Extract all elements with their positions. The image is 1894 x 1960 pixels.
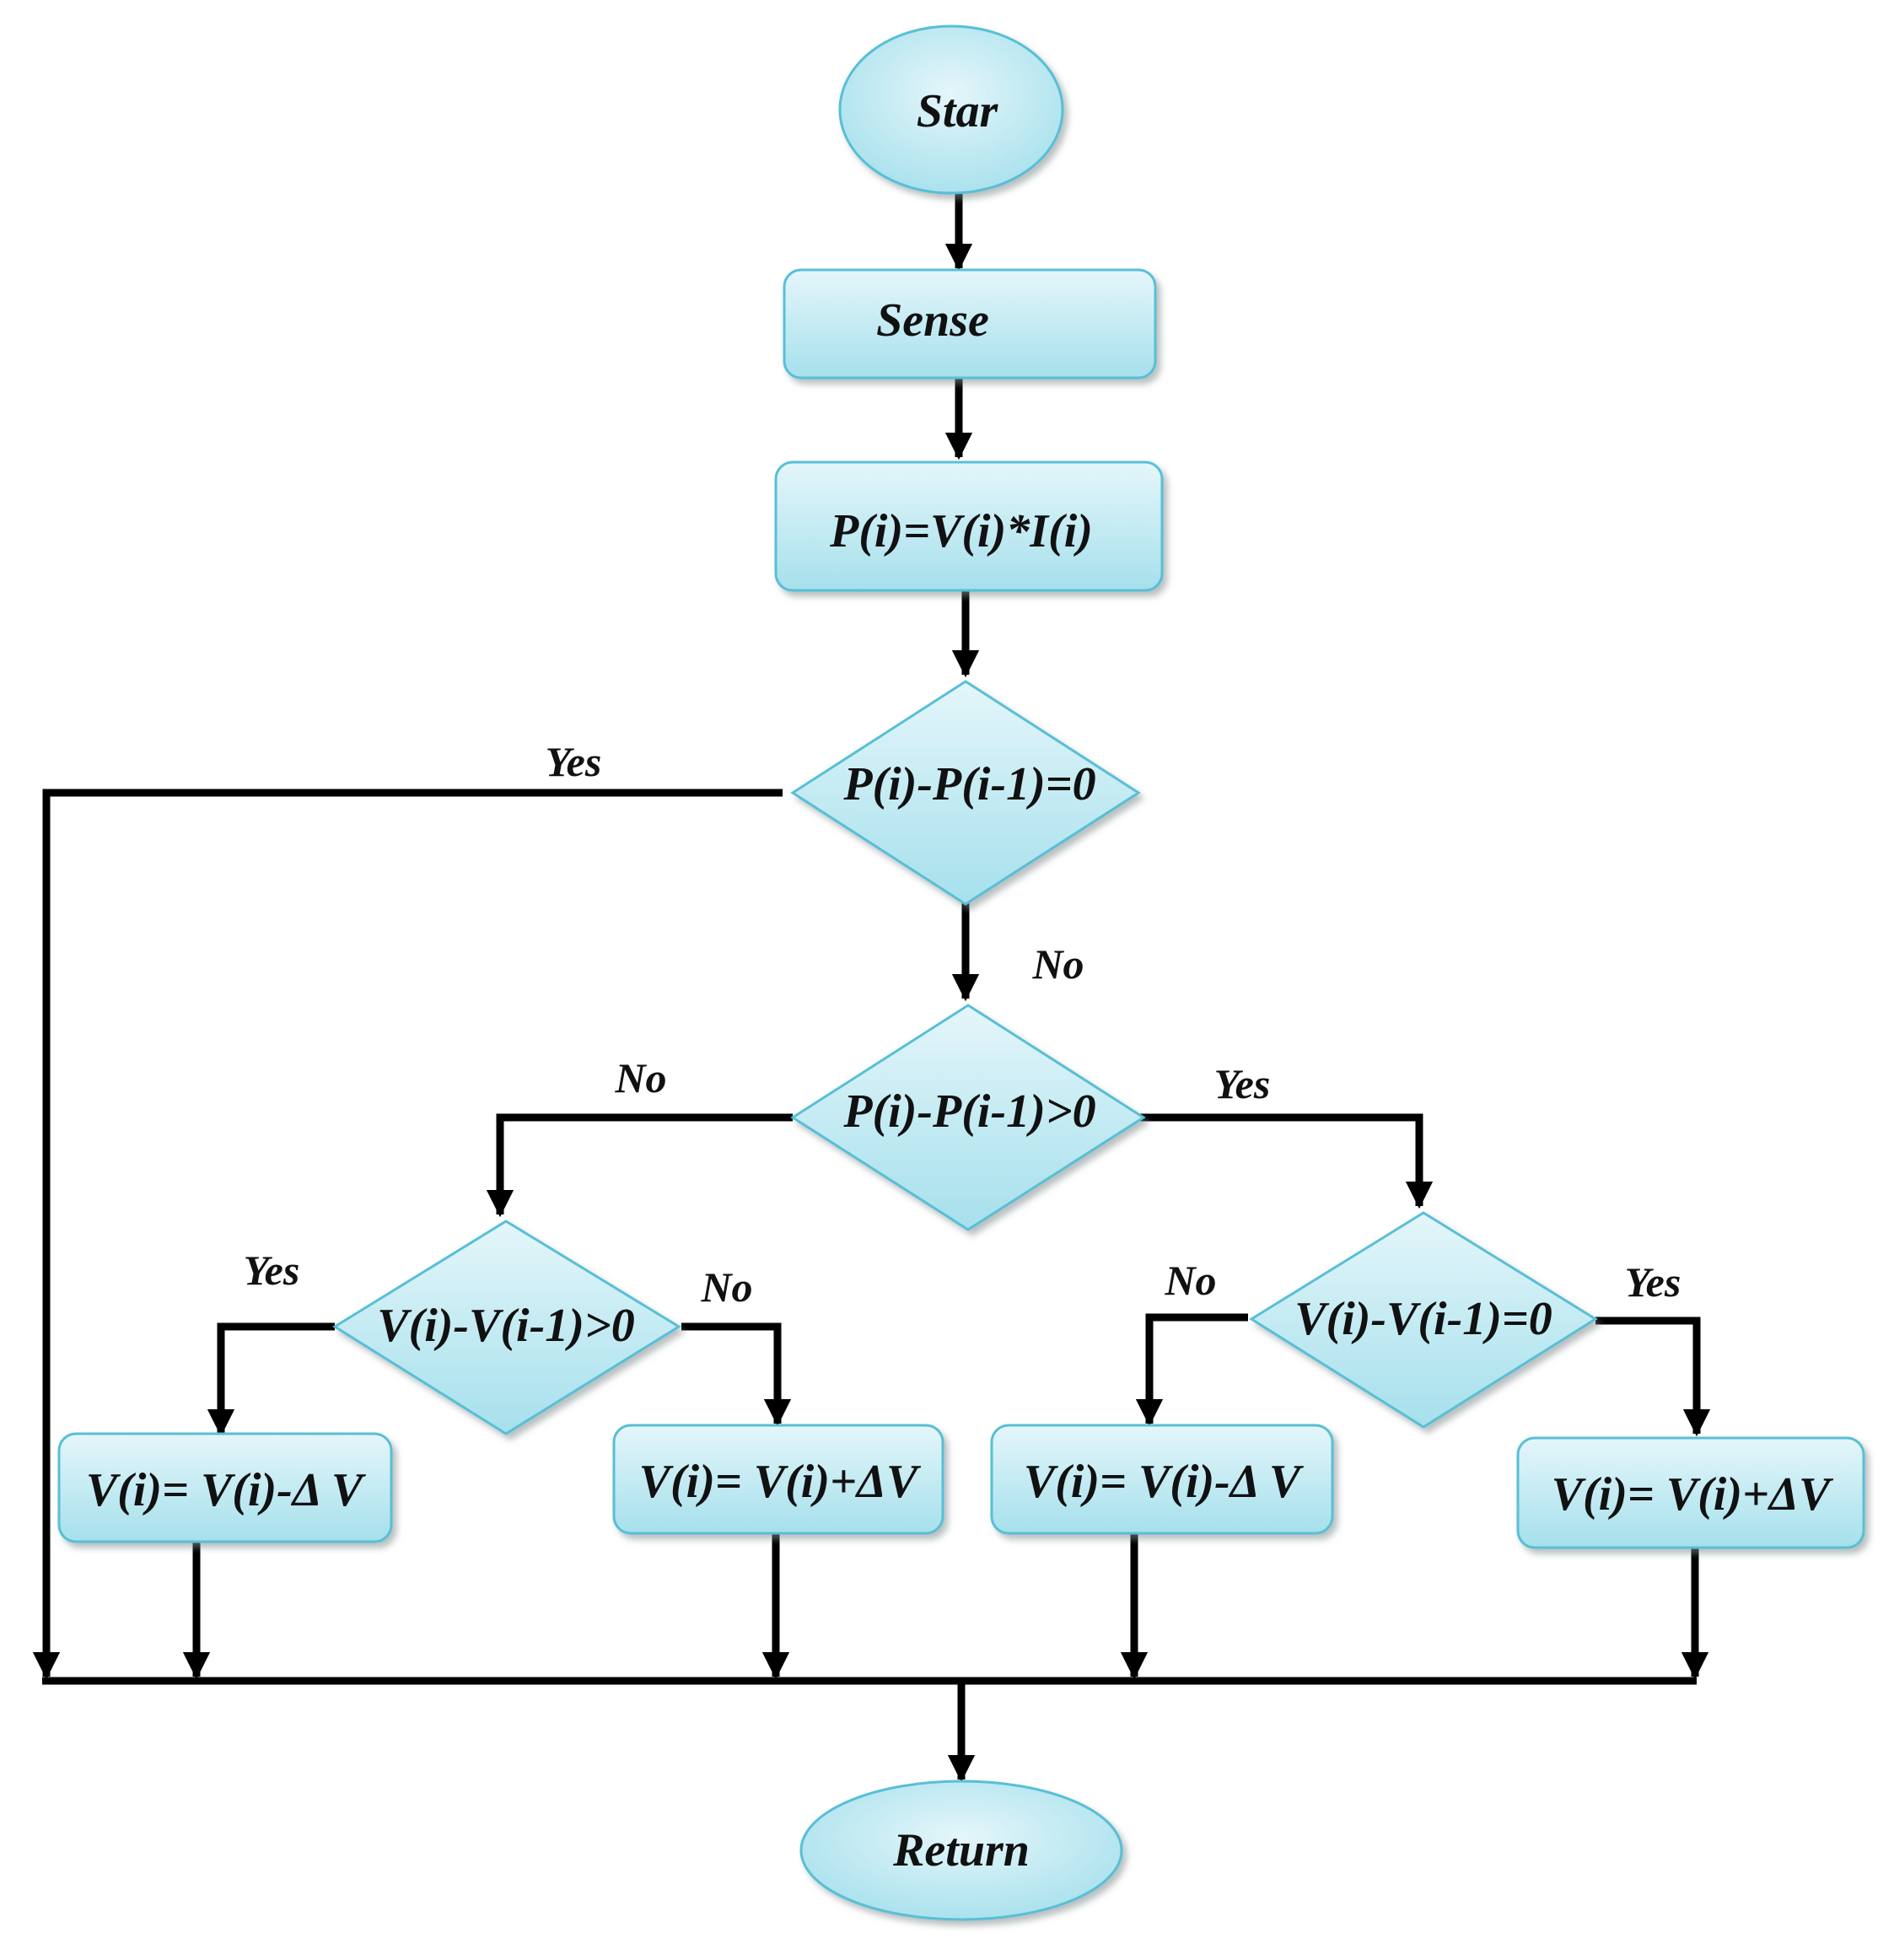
edge-label-power-greater-no: No <box>614 1054 666 1101</box>
connector-decision4-no <box>1135 1313 1248 1427</box>
connector-decision3-no <box>681 1322 792 1427</box>
compute-power-label: P(i)=V(i)*I(i) <box>829 505 1093 557</box>
connectors <box>32 194 1711 1783</box>
start-terminal <box>838 24 1064 195</box>
sense-process <box>783 268 1157 380</box>
edge-label-voltage-greater-no: No <box>700 1263 752 1311</box>
connector-decision2-yes <box>1140 1113 1434 1209</box>
edge-label-power-equal-yes: Yes <box>546 738 602 785</box>
increase-voltage-left-box <box>612 1424 944 1535</box>
sense-label: Sense <box>876 294 989 347</box>
decision-power-equal <box>790 680 1141 906</box>
edge-label-voltage-equal-yes: Yes <box>1625 1258 1681 1306</box>
connector-decision1-yes-bypass <box>32 789 783 1680</box>
decision-power-greater-label: P(i)-P(i-1)>0 <box>842 1085 1095 1138</box>
decision-power-greater <box>790 1004 1146 1231</box>
edge-label-power-greater-yes: Yes <box>1214 1060 1271 1107</box>
increase-voltage-right-box <box>1516 1436 1865 1549</box>
connector-decision3-yes <box>207 1322 335 1437</box>
connector-decision2-no <box>486 1113 793 1218</box>
compute-power-process <box>774 460 1164 592</box>
return-terminal <box>799 1780 1123 1921</box>
increase-voltage-left-label: V(i)= V(i)+ΔV <box>639 1456 922 1508</box>
decrease-voltage-left-label: V(i)= V(i)-Δ V <box>86 1464 367 1516</box>
decision-voltage-greater <box>332 1220 681 1435</box>
decrease-voltage-left-box <box>57 1432 393 1543</box>
decrease-voltage-right-box <box>990 1424 1334 1535</box>
edge-label-voltage-greater-yes: Yes <box>244 1247 300 1294</box>
start-label: Star <box>917 85 999 137</box>
decision-voltage-equal-label: V(i)-V(i-1)=0 <box>1294 1293 1552 1345</box>
decrease-voltage-right-label: V(i)= V(i)-Δ V <box>1024 1456 1305 1508</box>
edge-label-voltage-equal-no: No <box>1164 1257 1216 1304</box>
decision-power-equal-label: P(i)-P(i-1)=0 <box>842 758 1095 810</box>
return-label: Return <box>892 1824 1030 1877</box>
decision-voltage-equal <box>1249 1211 1598 1429</box>
decision-voltage-greater-label: V(i)-V(i-1)>0 <box>377 1300 635 1352</box>
increase-voltage-right-label: V(i)= V(i)+ΔV <box>1552 1468 1834 1521</box>
connector-decision4-yes <box>1595 1317 1711 1437</box>
edge-label-power-equal-no: No <box>1031 940 1084 988</box>
